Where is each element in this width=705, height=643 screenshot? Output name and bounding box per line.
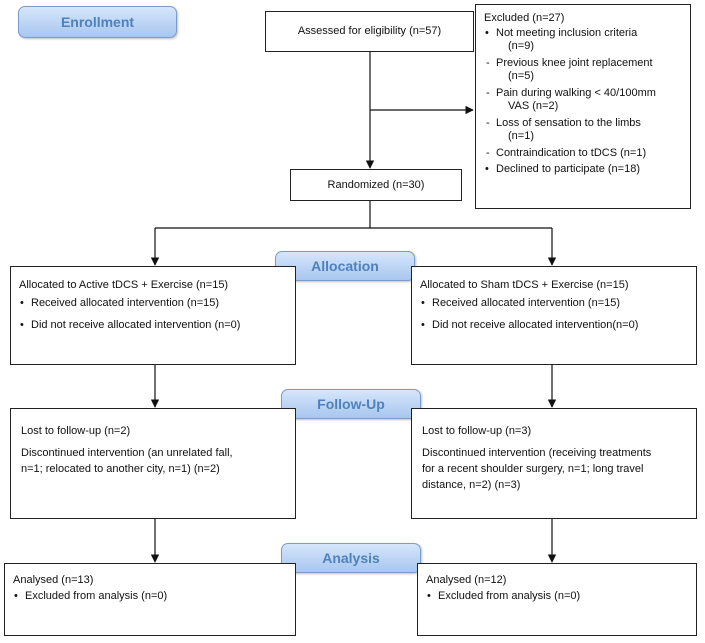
discontinued-text: for a recent shoulder surgery, n=1; long…: [422, 463, 644, 475]
discontinued-text: n=1; relocated to another city, n=1) (n=…: [21, 463, 220, 475]
excluded-from-analysis-text: Excluded from analysis (n=0): [426, 590, 688, 603]
not-received-intervention-text: Did not receive allocated intervention (…: [19, 319, 287, 332]
analysed-count-text: Analysed (n=12): [426, 574, 507, 586]
received-intervention-text: Received allocated intervention (n=15): [19, 297, 287, 310]
excluded-box: Excluded (n=27) Not meeting inclusion cr…: [475, 4, 691, 209]
excluded-reason-text: Not meeting inclusion criteria: [484, 27, 682, 40]
allocation-sham-box: Allocated to Sham tDCS + Exercise (n=15)…: [411, 266, 697, 365]
discontinued-text: Discontinued intervention (receiving tre…: [422, 447, 652, 459]
received-intervention-text: Received allocated intervention (n=15): [420, 297, 688, 310]
randomized-box: Randomized (n=30): [290, 169, 462, 201]
analysis-sham-box: Analysed (n=12) Excluded from analysis (…: [417, 563, 697, 636]
stage-analysis: Analysis: [281, 543, 421, 573]
followup-active-box: Lost to follow-up (n=2) Discontinued int…: [10, 408, 296, 519]
followup-sham-box: Lost to follow-up (n=3) Discontinued int…: [411, 408, 697, 519]
excluded-reason-count: (n=1): [508, 130, 534, 142]
stage-follow-up: Follow-Up: [281, 389, 421, 419]
allocation-active-title: Allocated to Active tDCS + Exercise (n=1…: [19, 279, 229, 291]
excluded-reason-count: (n=5): [508, 70, 534, 82]
excluded-reason-count: (n=9): [508, 40, 534, 52]
excluded-reason-text: Loss of sensation to the limbs: [484, 117, 682, 130]
lost-to-followup-text: Lost to follow-up (n=3): [422, 425, 532, 437]
excluded-reason-text: Contraindication to tDCS (n=1): [484, 147, 682, 160]
lost-to-followup-text: Lost to follow-up (n=2): [21, 425, 131, 437]
allocation-sham-title: Allocated to Sham tDCS + Exercise (n=15): [420, 279, 629, 291]
excluded-reason-text: Pain during walking < 40/100mm: [484, 87, 682, 100]
not-received-intervention-text: Did not receive allocated intervention(n…: [420, 319, 688, 332]
excluded-reason-text: Previous knee joint replacement: [484, 57, 682, 70]
discontinued-text: distance, n=2) (n=3): [422, 479, 521, 491]
excluded-from-analysis-text: Excluded from analysis (n=0): [13, 590, 287, 603]
assessed-eligibility-box: Assessed for eligibility (n=57): [265, 11, 474, 52]
analysed-count-text: Analysed (n=13): [13, 574, 94, 586]
excluded-title: Excluded (n=27): [484, 12, 565, 24]
stage-enrollment: Enrollment: [18, 6, 177, 38]
excluded-reason-text: Declined to participate (n=18): [484, 163, 682, 176]
analysis-active-box: Analysed (n=13) Excluded from analysis (…: [4, 563, 296, 636]
assessed-text: Assessed for eligibility (n=57): [297, 25, 442, 37]
allocation-active-box: Allocated to Active tDCS + Exercise (n=1…: [10, 266, 296, 365]
discontinued-text: Discontinued intervention (an unrelated …: [21, 447, 233, 459]
randomized-text: Randomized (n=30): [327, 178, 425, 191]
stage-allocation: Allocation: [275, 251, 415, 281]
excluded-reason-count: VAS (n=2): [508, 100, 559, 112]
